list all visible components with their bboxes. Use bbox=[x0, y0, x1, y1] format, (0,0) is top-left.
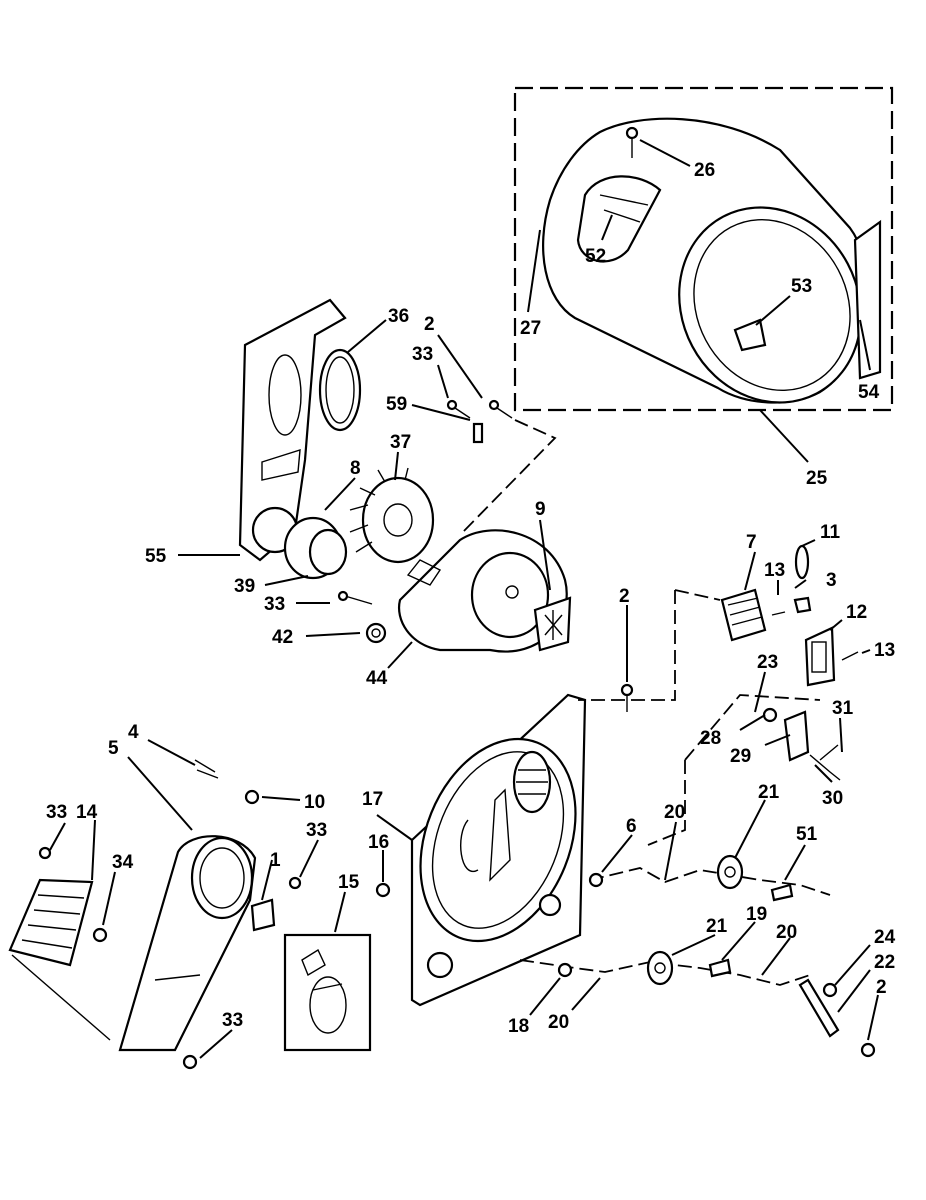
callout-10: 10 bbox=[304, 792, 325, 813]
callout-34: 34 bbox=[112, 852, 134, 873]
roller-shaft-upper bbox=[770, 883, 794, 902]
drive-belt bbox=[318, 348, 362, 432]
lint-screen bbox=[8, 878, 94, 967]
hardware-kit bbox=[283, 933, 372, 1052]
callout-27: 27 bbox=[520, 318, 541, 339]
blower-wheel bbox=[349, 467, 435, 564]
terminal-block bbox=[804, 626, 836, 687]
thermistor bbox=[793, 596, 812, 614]
callout-6: 6 bbox=[626, 816, 637, 837]
callout-18: 18 bbox=[508, 1016, 529, 1037]
callout-17: 17 bbox=[362, 789, 383, 810]
drum-roller-lower bbox=[646, 950, 674, 986]
callout-20-lower: 20 bbox=[548, 1012, 569, 1033]
callout-26: 26 bbox=[694, 160, 715, 181]
duct-screw bbox=[244, 789, 260, 805]
callout-7: 7 bbox=[746, 532, 757, 553]
drum-assembly-box bbox=[513, 86, 894, 412]
callout-2-lower: 2 bbox=[876, 977, 887, 998]
callout-16: 16 bbox=[368, 832, 389, 853]
washer-18 bbox=[557, 962, 573, 978]
callout-11: 11 bbox=[820, 522, 841, 543]
callout-28: 28 bbox=[700, 728, 721, 749]
callout-21-upper: 21 bbox=[758, 782, 780, 803]
callout-42: 42 bbox=[272, 627, 293, 648]
rear-panel-assembly bbox=[376, 539, 871, 1007]
rear-baffle bbox=[733, 318, 767, 352]
callout-20-upper: 20 bbox=[664, 802, 685, 823]
lint-grille bbox=[250, 898, 276, 932]
callout-51: 51 bbox=[796, 824, 818, 845]
callout-52: 52 bbox=[585, 246, 606, 267]
callout-8: 8 bbox=[350, 458, 361, 479]
callout-29: 29 bbox=[730, 746, 751, 767]
callout-31: 31 bbox=[832, 698, 854, 719]
callout-33-upper: 33 bbox=[412, 344, 433, 365]
thermal-fuse-block bbox=[720, 588, 767, 642]
drum-support-rollers bbox=[375, 799, 879, 1058]
callout-13-upper: 13 bbox=[764, 560, 785, 581]
callout-9: 9 bbox=[535, 499, 546, 520]
callout-21-lower: 21 bbox=[706, 916, 728, 937]
callout-33-motor: 33 bbox=[264, 594, 285, 615]
motor-nut bbox=[365, 622, 387, 644]
blower-housing-assembly bbox=[178, 298, 572, 669]
callout-20-middle: 20 bbox=[776, 922, 797, 943]
callout-15: 15 bbox=[338, 872, 360, 893]
callout-54: 54 bbox=[858, 382, 880, 403]
callout-44: 44 bbox=[366, 668, 388, 689]
callout-1: 1 bbox=[270, 850, 281, 871]
callout-37: 37 bbox=[390, 432, 411, 453]
callout-33-duct: 33 bbox=[306, 820, 327, 841]
callout-19: 19 bbox=[746, 904, 767, 925]
callout-33-bottom: 33 bbox=[222, 1010, 243, 1031]
callout-55: 55 bbox=[145, 546, 167, 567]
washer-16 bbox=[375, 882, 391, 898]
callout-53: 53 bbox=[791, 276, 812, 297]
sensor-bushing bbox=[762, 707, 778, 723]
control-bracket bbox=[783, 710, 810, 762]
roller-shaft-lower bbox=[708, 958, 732, 978]
washer-6 bbox=[588, 872, 604, 888]
callout-13-lower: 13 bbox=[874, 640, 895, 661]
callout-3: 3 bbox=[826, 570, 837, 591]
thermistor-cap bbox=[794, 544, 810, 580]
callout-14: 14 bbox=[76, 802, 98, 823]
callout-4: 4 bbox=[128, 722, 139, 743]
callout-24: 24 bbox=[874, 927, 896, 948]
callout-2-panel: 2 bbox=[619, 586, 630, 607]
callout-25: 25 bbox=[806, 468, 828, 489]
callout-12: 12 bbox=[846, 602, 867, 623]
callout-30: 30 bbox=[822, 788, 843, 809]
drum-roller-upper bbox=[716, 854, 744, 890]
callout-33-lint: 33 bbox=[46, 802, 67, 823]
drum-assembly bbox=[513, 86, 894, 463]
callout-36: 36 bbox=[388, 306, 409, 327]
callout-5: 5 bbox=[108, 738, 119, 759]
drum-rear-rim bbox=[678, 206, 862, 404]
callout-22: 22 bbox=[874, 952, 895, 973]
callout-labels: 26 27 52 53 54 25 36 2 33 59 37 8 9 55 3… bbox=[46, 160, 896, 1037]
drum-baffle bbox=[576, 175, 662, 263]
drum-seal bbox=[853, 219, 882, 380]
front-lint-assembly bbox=[8, 739, 372, 1070]
callout-59: 59 bbox=[386, 394, 407, 415]
drum-screw bbox=[625, 126, 639, 140]
blower-seal bbox=[308, 528, 348, 576]
callout-2-upper: 2 bbox=[424, 314, 435, 335]
callout-39: 39 bbox=[234, 576, 255, 597]
idler-arm bbox=[798, 978, 840, 1038]
callout-23: 23 bbox=[757, 652, 778, 673]
